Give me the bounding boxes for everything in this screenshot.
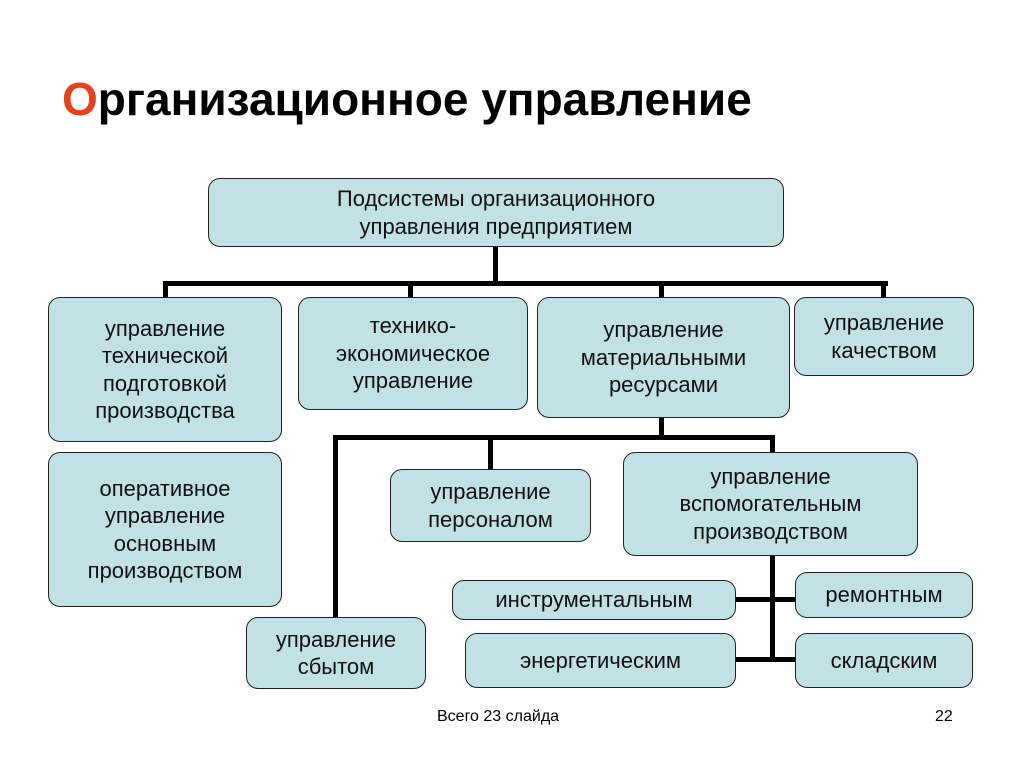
node-energy: энергетическим: [465, 633, 736, 688]
slide-title: Организационное управление: [62, 72, 752, 126]
node-operational: оперативное управление основным производ…: [48, 452, 282, 607]
title-rest: рганизационное управление: [97, 73, 752, 125]
node-warehouse: складским: [795, 633, 973, 688]
connector: [881, 281, 886, 298]
connector: [408, 281, 413, 298]
node-quality: управление качеством: [794, 297, 974, 376]
connector: [163, 281, 168, 298]
node-sales: управление сбытом: [246, 617, 426, 689]
node-root: Подсистемы организационного управления п…: [208, 178, 784, 247]
node-tool: инструментальным: [452, 580, 736, 620]
connector: [734, 657, 796, 662]
node-materials: управление материальными ресурсами: [537, 297, 790, 418]
connector: [333, 435, 338, 618]
title-first-letter: О: [62, 73, 98, 125]
node-auxiliary: управление вспомогательным производством: [623, 452, 918, 556]
connector: [734, 597, 796, 602]
connector: [493, 246, 498, 286]
connector: [163, 281, 888, 286]
node-repair: ремонтным: [795, 572, 973, 618]
slide-count: Всего 23 слайда: [437, 708, 560, 725]
connector: [659, 416, 664, 438]
connector: [770, 554, 775, 662]
connector: [770, 435, 775, 453]
connector: [333, 435, 775, 440]
node-tech-econ: технико- экономическое управление: [298, 297, 528, 410]
connector: [488, 435, 493, 470]
node-tech-prep: управление технической подготовкой произ…: [48, 297, 282, 442]
connector: [659, 281, 664, 298]
page-number: 22: [935, 708, 953, 725]
node-personnel: управление персоналом: [390, 469, 591, 542]
